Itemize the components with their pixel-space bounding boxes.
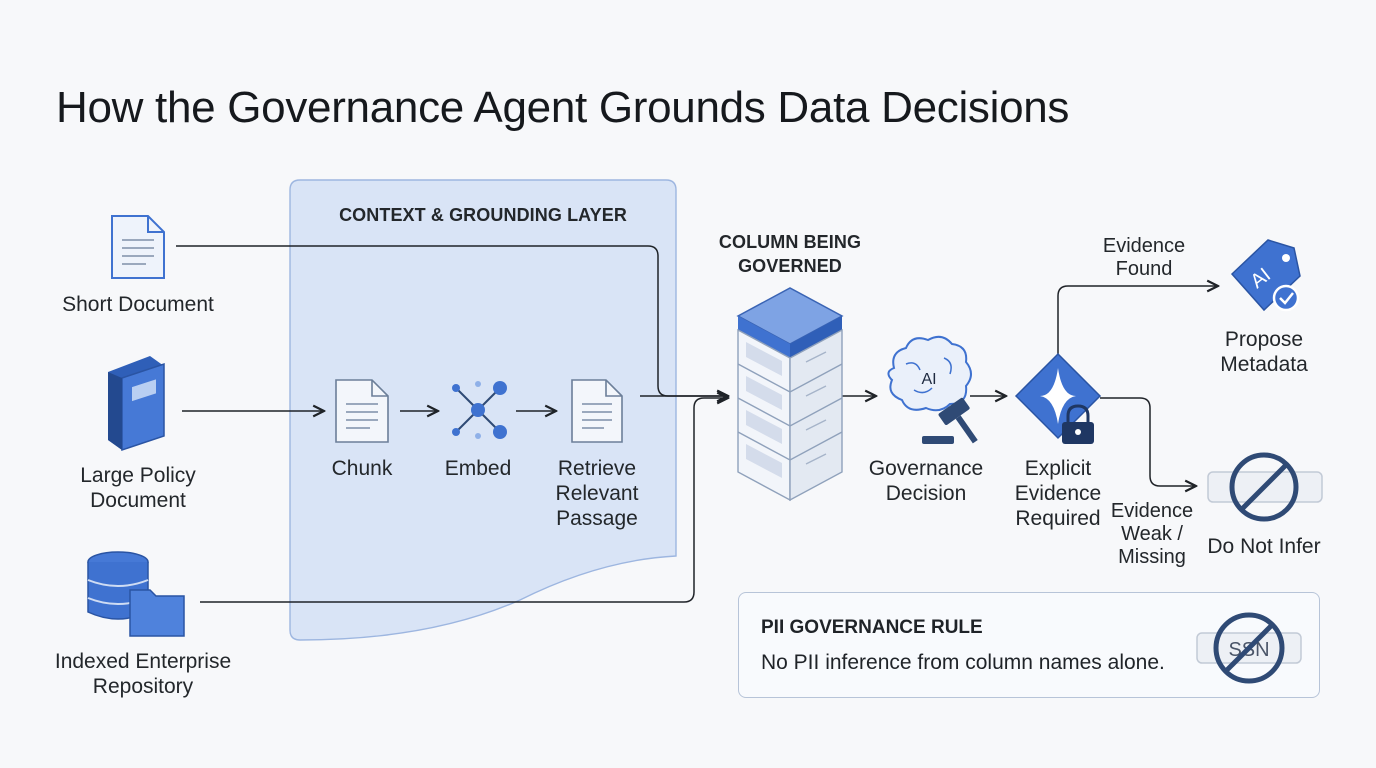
- evidence-found-label: Evidence Found: [1102, 235, 1186, 280]
- lock-icon: [1062, 404, 1094, 444]
- chunk-label: Chunk: [331, 457, 393, 480]
- evidence-weak-arrow: [1100, 397, 1196, 486]
- explicit-evidence-label: Explicit Evidence Required: [1014, 457, 1102, 530]
- column-title: COLUMN BEING GOVERNED: [718, 232, 862, 276]
- evidence-found-arrow: [1057, 286, 1218, 354]
- brain-gavel-icon: AI: [887, 335, 978, 444]
- evidence-weak-label: Evidence Weak / Missing: [1110, 500, 1194, 568]
- chunk-icon: [335, 379, 389, 443]
- governance-decision-label: Governance Decision: [868, 457, 984, 505]
- pii-rule-title: PII GOVERNANCE RULE: [761, 617, 983, 638]
- embed-label: Embed: [444, 457, 512, 480]
- retrieve-document-icon: [571, 379, 623, 443]
- page-title: How the Governance Agent Grounds Data De…: [56, 83, 1070, 132]
- pii-rule-box: PII GOVERNANCE RULE No PII inference fro…: [738, 592, 1320, 698]
- short-document-icon: [111, 215, 165, 279]
- repository-connector: [200, 398, 728, 603]
- do-not-infer-label: Do Not Infer: [1207, 535, 1321, 558]
- repository-icon: [87, 551, 185, 637]
- column-stack-icon: [736, 287, 844, 502]
- do-not-infer-icon: [1207, 452, 1323, 522]
- book-icon: [108, 356, 165, 452]
- brain-ai-label: AI: [921, 371, 936, 388]
- short-document-label: Short Document: [62, 293, 214, 316]
- propose-metadata-label: Propose Metadata: [1220, 328, 1308, 376]
- connectors: [176, 245, 1218, 603]
- indexed-repository-label: Indexed Enterprise Repository: [54, 650, 232, 698]
- retrieve-label: Retrieve Relevant Passage: [555, 457, 639, 530]
- no-ssn-icon: SSN: [1196, 612, 1302, 684]
- ai-tag-icon: AI: [1230, 239, 1301, 312]
- grounding-layer-title: CONTEXT & GROUNDING LAYER: [339, 205, 627, 225]
- large-policy-document-label: Large Policy Document: [80, 464, 196, 512]
- embed-network-icon: [452, 381, 507, 439]
- evidence-diamond-icon: [1014, 352, 1102, 440]
- pii-rule-text: No PII inference from column names alone…: [761, 651, 1165, 674]
